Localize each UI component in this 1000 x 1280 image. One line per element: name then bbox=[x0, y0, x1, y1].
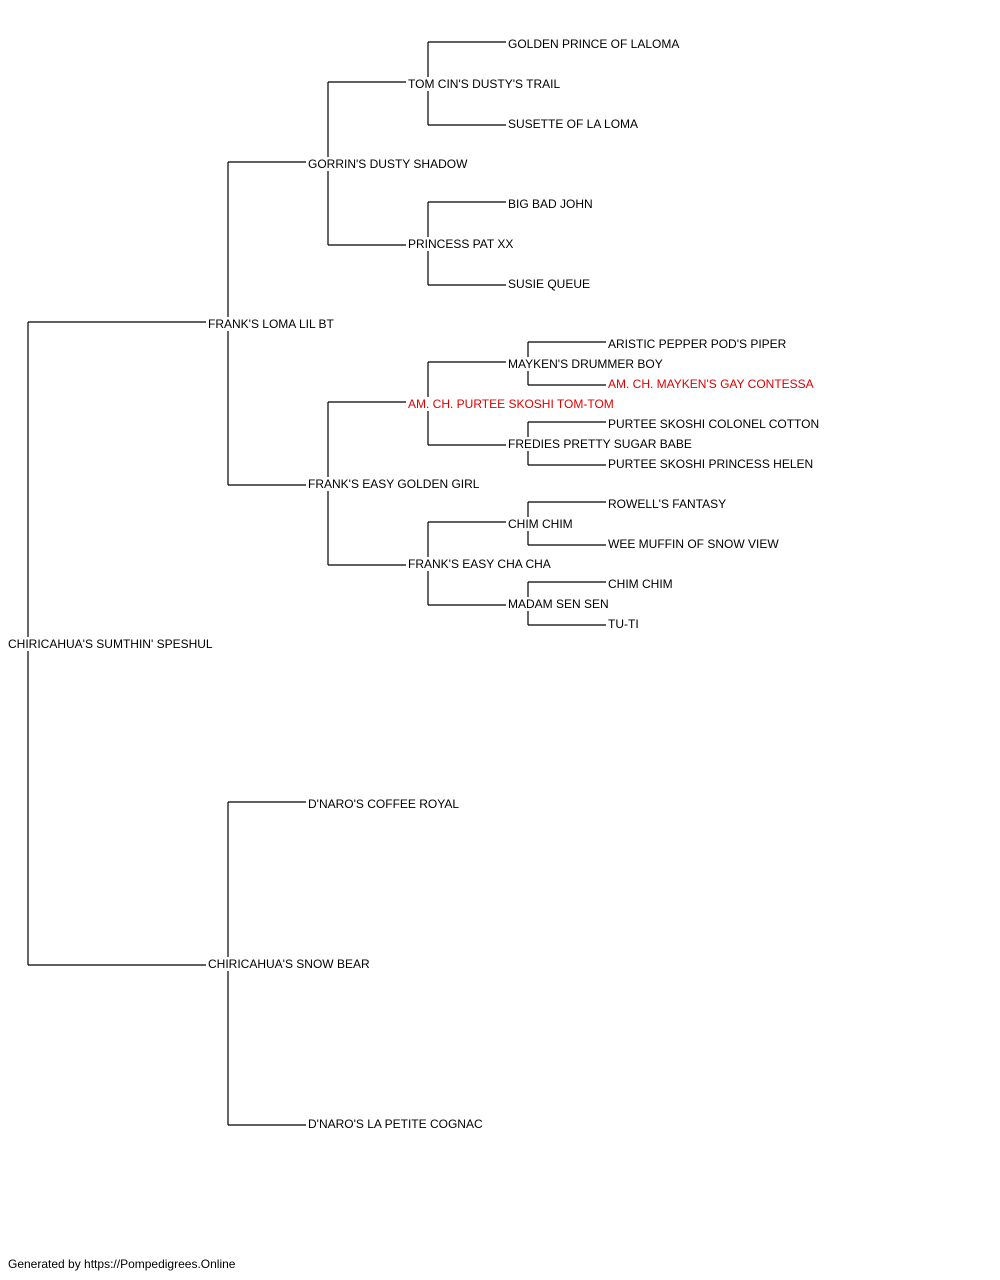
sire-dam-dam-sire-name: CHIM CHIM bbox=[506, 517, 575, 531]
sire-dam-dam-name: FRANK'S EASY CHA CHA bbox=[406, 557, 553, 571]
sire-dam-dam-dam-dam-name: TU-TI bbox=[606, 617, 641, 631]
sire-dam-sire-sire-sire-name: ARISTIC PEPPER POD'S PIPER bbox=[606, 337, 789, 351]
sire-dam-sire-sire-name: MAYKEN'S DRUMMER BOY bbox=[506, 357, 665, 371]
subject-name: CHIRICAHUA'S SUMTHIN' SPESHUL bbox=[6, 637, 215, 651]
dam-dam-name: D'NARO'S LA PETITE COGNAC bbox=[306, 1117, 485, 1131]
footer-credit: Generated by https://Pompedigrees.Online bbox=[8, 1257, 236, 1271]
sire-sire-sire-dam-name: SUSETTE OF LA LOMA bbox=[506, 117, 641, 131]
sire-dam-dam-sire-dam-name: WEE MUFFIN OF SNOW VIEW bbox=[606, 537, 781, 551]
sire-dam-sire-dam-sire-name: PURTEE SKOSHI COLONEL COTTON bbox=[606, 417, 822, 431]
sire-sire-dam-sire-name: BIG BAD JOHN bbox=[506, 197, 595, 211]
sire-sire-dam-dam-name: SUSIE QUEUE bbox=[506, 277, 593, 291]
sire-sire-sire-name: TOM CIN'S DUSTY'S TRAIL bbox=[406, 77, 563, 91]
sire-sire-sire-sire-name: GOLDEN PRINCE OF LALOMA bbox=[506, 37, 682, 51]
sire-dam-dam-dam-sire-name: CHIM CHIM bbox=[606, 577, 675, 591]
sire-sire-dam-name: PRINCESS PAT XX bbox=[406, 237, 516, 251]
dam-sire-name: D'NARO'S COFFEE ROYAL bbox=[306, 797, 462, 811]
sire-sire-name: GORRIN'S DUSTY SHADOW bbox=[306, 157, 470, 171]
sire-dam-dam-sire-sire-name: ROWELL'S FANTASY bbox=[606, 497, 729, 511]
sire-dam-sire-name: AM. CH. PURTEE SKOSHI TOM-TOM bbox=[406, 397, 616, 411]
sire-dam-sire-dam-dam-name: PURTEE SKOSHI PRINCESS HELEN bbox=[606, 457, 816, 471]
sire-dam-name: FRANK'S EASY GOLDEN GIRL bbox=[306, 477, 482, 491]
sire-dam-sire-dam-name: FREDIES PRETTY SUGAR BABE bbox=[506, 437, 694, 451]
dam-name: CHIRICAHUA'S SNOW BEAR bbox=[206, 957, 372, 971]
sire-name: FRANK'S LOMA LIL BT bbox=[206, 317, 336, 331]
sire-dam-dam-dam-name: MADAM SEN SEN bbox=[506, 597, 611, 611]
sire-dam-sire-sire-dam-name: AM. CH. MAYKEN'S GAY CONTESSA bbox=[606, 377, 816, 391]
